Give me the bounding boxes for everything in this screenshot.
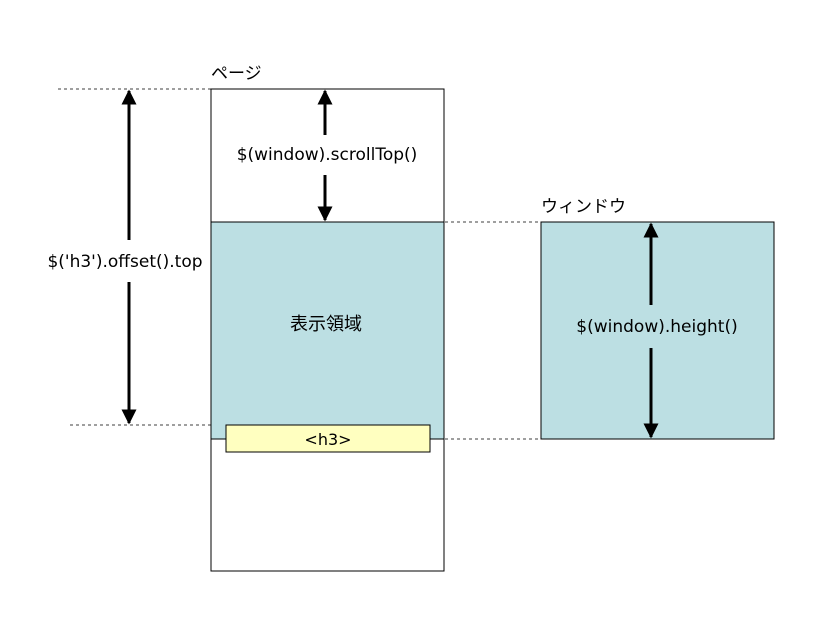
- scroll-top-label: $(window).scrollTop(): [237, 145, 418, 165]
- page-label: ページ: [211, 64, 262, 84]
- window-label: ウィンドウ: [541, 197, 626, 217]
- h3-label: <h3>: [304, 430, 351, 449]
- offset-top-label: $('h3').offset().top: [47, 252, 202, 272]
- window-box: [540, 221, 775, 440]
- window-height-label: $(window).height(): [576, 317, 737, 337]
- h3-box: [225, 424, 431, 453]
- visible-area-label: 表示領域: [290, 314, 362, 335]
